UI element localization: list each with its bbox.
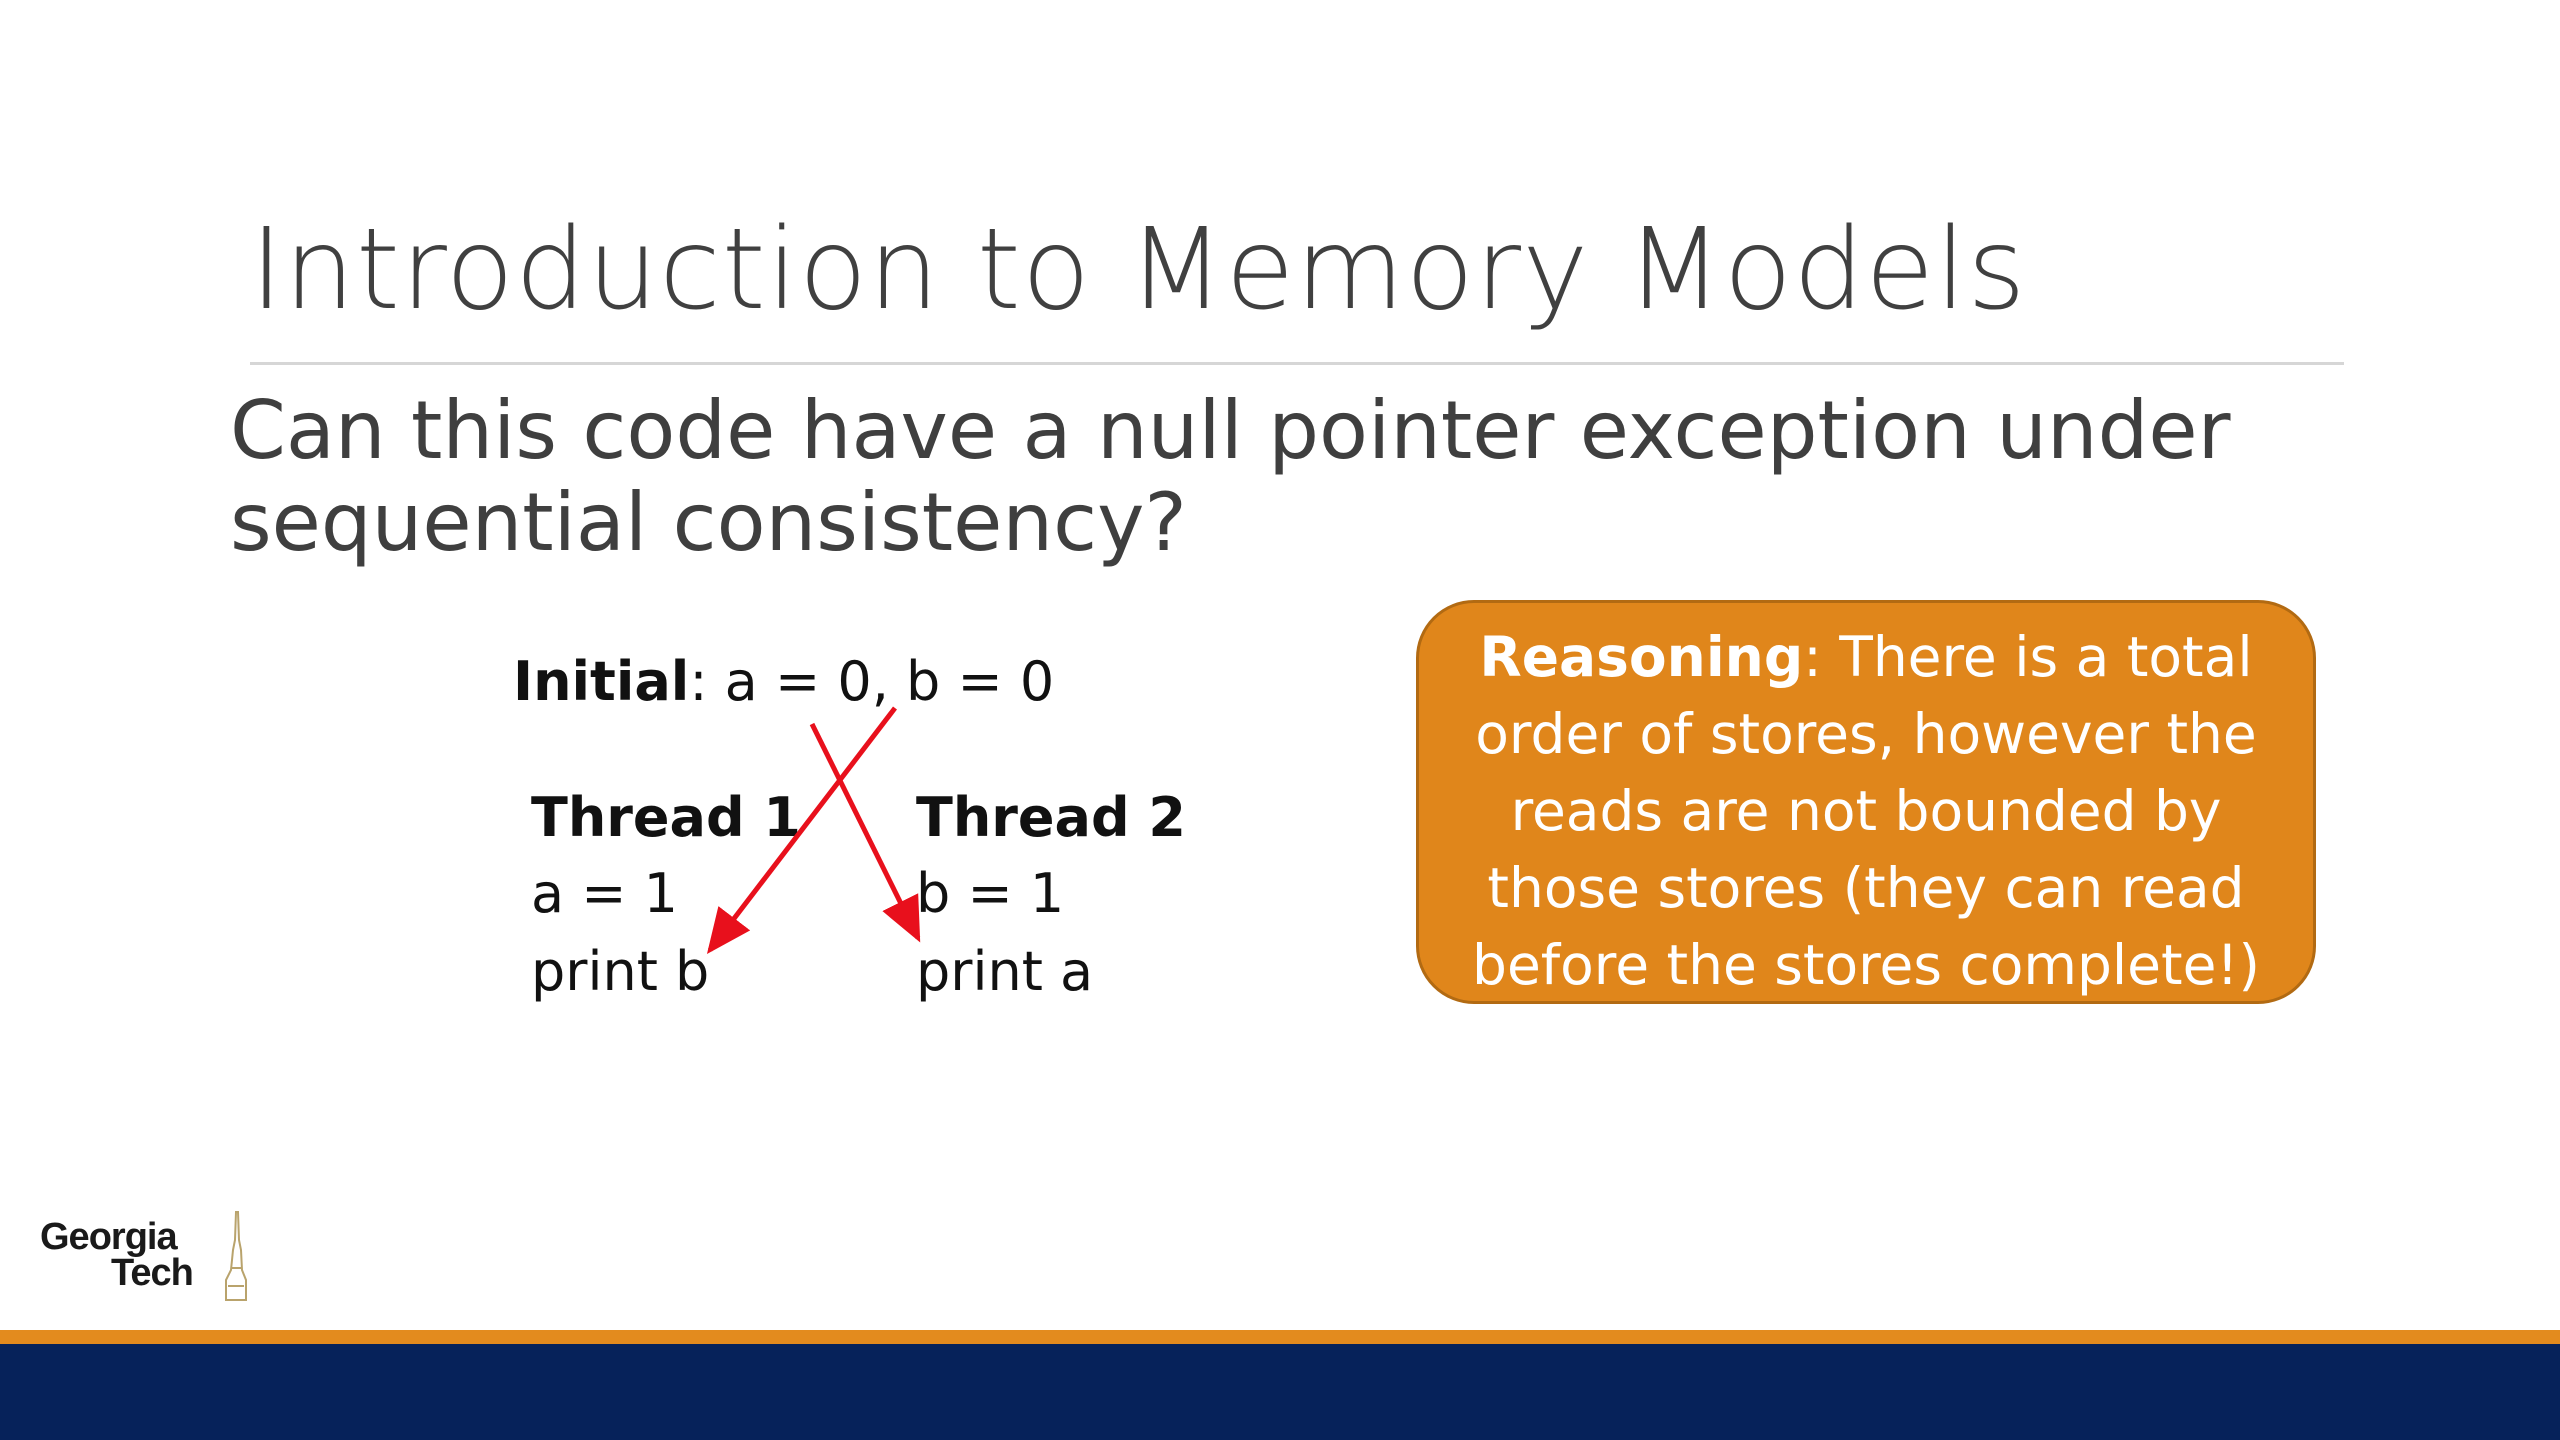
footer-navy-bar xyxy=(0,1344,2560,1440)
slide-question: Can this code have a null pointer except… xyxy=(230,384,2231,569)
arrow-a-to-print-a xyxy=(809,722,921,943)
reasoning-box: Reasoning: There is a total order of sto… xyxy=(1416,600,2316,1004)
thread2-heading: Thread 2 xyxy=(916,786,1186,849)
reasoning-text: : There is a total order of stores, howe… xyxy=(1472,625,2260,997)
initial-line: Initial: a = 0, b = 0 xyxy=(513,650,1054,713)
logo-line1: Georgia xyxy=(40,1216,178,1258)
initial-values: : a = 0, b = 0 xyxy=(689,650,1055,713)
reasoning-label: Reasoning xyxy=(1479,625,1804,689)
thread1-line2: print b xyxy=(531,940,710,1003)
title-divider xyxy=(250,362,2344,365)
thread2-line2: print a xyxy=(916,940,1094,1003)
footer-gold-bar xyxy=(0,1330,2560,1344)
thread2-line1: b = 1 xyxy=(916,862,1065,925)
initial-label: Initial xyxy=(513,650,690,713)
slide-title: Introduction to Memory Models xyxy=(250,205,2027,335)
logo-line2: Tech xyxy=(111,1252,194,1294)
georgia-tech-logo: Georgia Tech xyxy=(40,1210,260,1310)
georgia-tech-tower-icon xyxy=(225,1211,247,1301)
thread1-heading: Thread 1 xyxy=(531,786,801,849)
thread1-line1: a = 1 xyxy=(531,862,679,925)
